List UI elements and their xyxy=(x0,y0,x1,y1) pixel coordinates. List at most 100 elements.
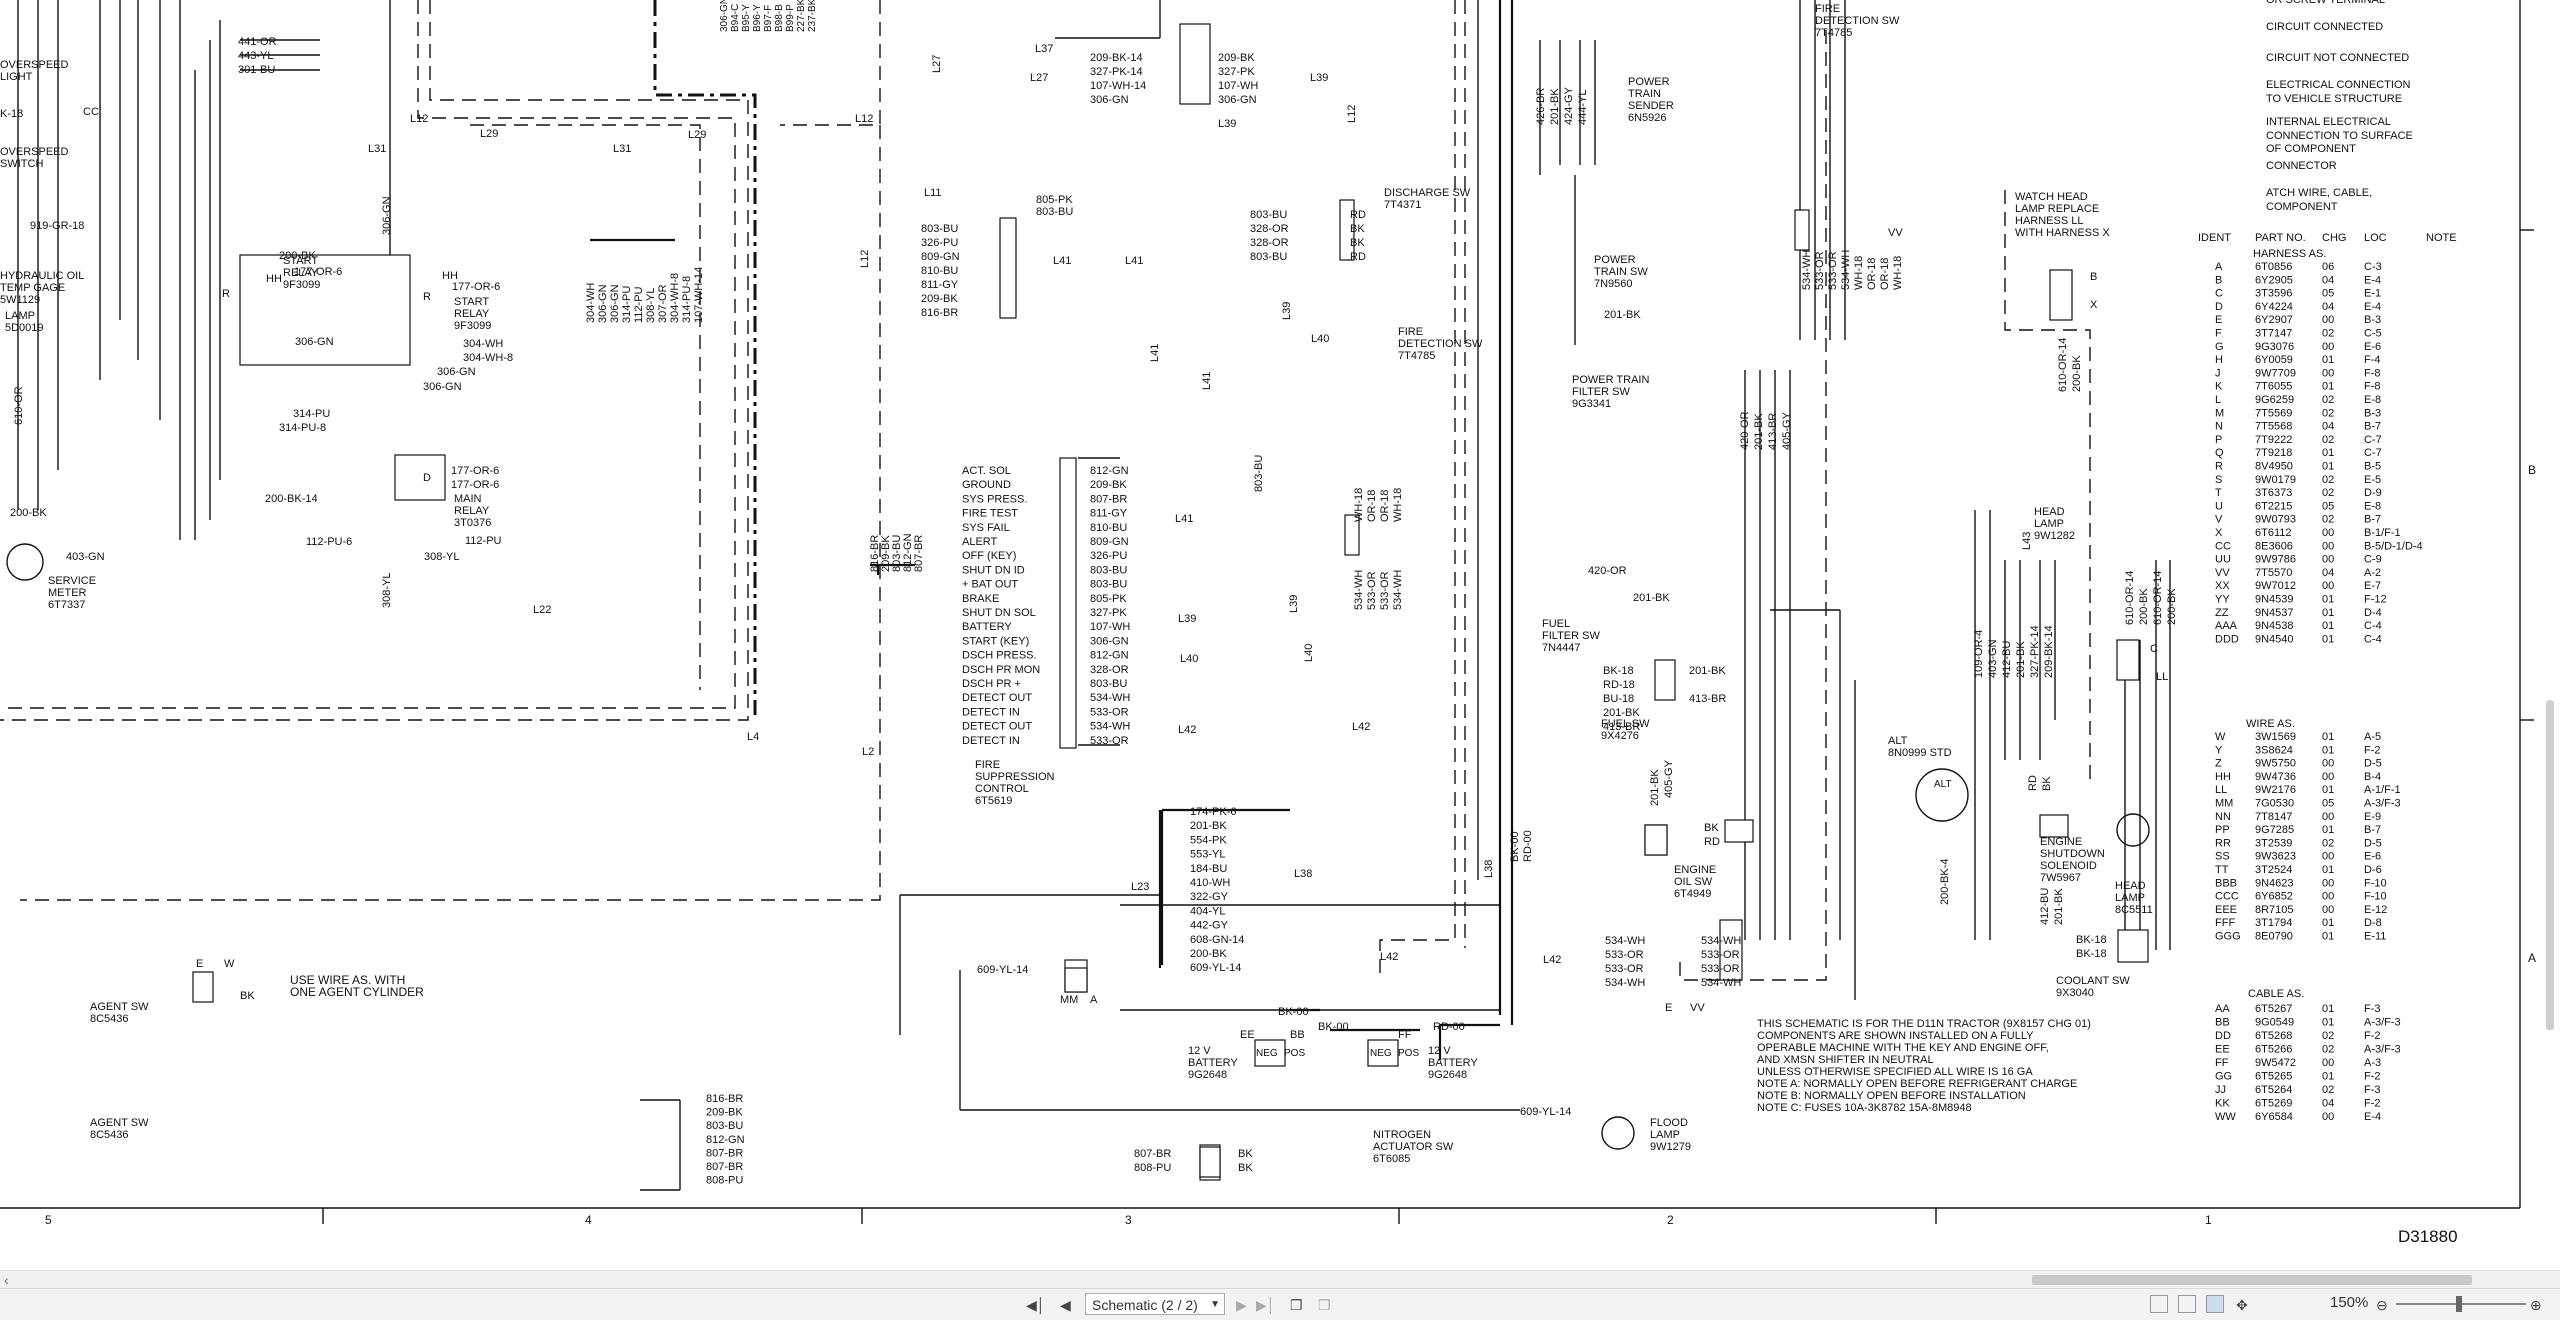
continuous-view-icon[interactable] xyxy=(2178,1295,2196,1313)
paste-view-icon[interactable]: ❐ xyxy=(1318,1297,1331,1313)
schematic-label: MM xyxy=(1060,994,1078,1006)
schematic-label: 803-BU xyxy=(1250,209,1287,221)
schematic-label: 533-OR xyxy=(1366,571,1378,610)
zoom-slider-thumb[interactable] xyxy=(2456,1296,2462,1312)
legend-cell: 6Y6852 xyxy=(2255,891,2293,903)
horizontal-scroll-thumb[interactable] xyxy=(2032,1275,2472,1285)
component-label: 9F3099 xyxy=(283,279,320,291)
component-label: HYDRAULIC OIL xyxy=(0,270,84,282)
schematic-label: RD xyxy=(2027,775,2039,791)
schematic-label: 327-PK-14 xyxy=(2029,625,2041,678)
schematic-label: 201-BK xyxy=(1604,309,1641,321)
legend-cell: H xyxy=(2215,354,2223,366)
schematic-label: 533-OR xyxy=(1701,949,1740,961)
schematic-label: E xyxy=(1665,1002,1672,1014)
legend-cell: 6T2215 xyxy=(2255,500,2292,512)
schematic-label: L41 xyxy=(1149,344,1161,362)
schematic-label: L31 xyxy=(613,143,631,155)
schematic-label: VV xyxy=(1888,227,1903,239)
schematic-label: ACT. SOL xyxy=(962,465,1011,477)
legend-cell: B-7 xyxy=(2364,824,2381,836)
legend-cell: F-2 xyxy=(2364,1071,2381,1083)
schematic-label: B98-B xyxy=(774,4,785,32)
schematic-label: 533-OR xyxy=(1090,706,1129,718)
first-page-icon[interactable]: ◀│ xyxy=(1026,1297,1046,1313)
legend-cell: 01 xyxy=(2322,607,2334,619)
schematic-label: 306-GN xyxy=(295,336,334,348)
zoom-in-icon[interactable]: ⊕ xyxy=(2530,1297,2542,1313)
scroll-left-icon[interactable]: ‹ xyxy=(4,1272,9,1288)
component-label: SENDER xyxy=(1628,100,1674,112)
legend-cell: 6T5265 xyxy=(2255,1071,2292,1083)
schematic-label: 306-GN xyxy=(381,196,393,235)
last-page-icon[interactable]: ▶│ xyxy=(1256,1297,1276,1313)
schematic-label: 306-GN xyxy=(423,381,462,393)
legend-cell: B-7 xyxy=(2364,514,2381,526)
component-label: OIL SW xyxy=(1674,876,1713,888)
note-text: AND XMSN SHIFTER IN NEUTRAL xyxy=(1757,1054,1934,1066)
component-label: 9X4276 xyxy=(1601,730,1639,742)
schematic-label: BK-00 xyxy=(1278,1006,1309,1018)
legend-cell: 00 xyxy=(2322,527,2334,539)
legend-cell: F xyxy=(2215,328,2222,340)
legend-cell: 8V4950 xyxy=(2255,461,2293,473)
schematic-label: 306-GN xyxy=(437,366,476,378)
fit-view-icon[interactable]: ✥ xyxy=(2236,1297,2248,1313)
component-label: TEMP GAGE xyxy=(0,282,65,294)
schematic-label: 812-GN xyxy=(1090,650,1129,662)
component-label: 5W1129 xyxy=(0,294,40,306)
schematic-label: 301-BU xyxy=(238,64,275,76)
legend-cell: 00 xyxy=(2322,891,2334,903)
legend-cell: BB xyxy=(2215,1017,2230,1029)
schematic-label: 816-BR xyxy=(706,1093,743,1105)
schematic-label: 304-WH xyxy=(585,283,597,323)
legend-cell: E-11 xyxy=(2364,931,2386,943)
schematic-label: 177-OR-6 xyxy=(294,266,342,278)
legend-cell: C-7 xyxy=(2364,447,2382,459)
component-label: BATTERY xyxy=(1188,1057,1238,1069)
schematic-label: L39 xyxy=(1178,613,1196,625)
zone-label: 5 xyxy=(45,1213,52,1227)
legend-cell: Z xyxy=(2215,758,2222,770)
facing-view-icon[interactable] xyxy=(2206,1295,2224,1313)
component-label: 3T0376 xyxy=(454,517,491,529)
legend-cell: A-3 xyxy=(2364,1057,2381,1069)
legend-cell: F-8 xyxy=(2364,381,2381,393)
page-select[interactable]: Schematic (2 / 2) ▼ xyxy=(1085,1293,1225,1315)
legend-cell: 6T5267 xyxy=(2255,1003,2292,1015)
schematic-label: 807-BR xyxy=(706,1161,743,1173)
schematic-label: DETECT OUT xyxy=(962,692,1032,704)
legend-cell: SS xyxy=(2215,851,2230,863)
legend-cell: E-1 xyxy=(2364,288,2381,300)
schematic-label: 328-OR xyxy=(1250,223,1289,235)
copy-view-icon[interactable]: ❐ xyxy=(1290,1297,1303,1313)
legend-cell: 8E0790 xyxy=(2255,931,2293,943)
legend-cell: 6T5264 xyxy=(2255,1084,2292,1096)
legend-cell: 7T9218 xyxy=(2255,447,2292,459)
schematic-label: 200-BK xyxy=(1190,948,1227,960)
schematic-label: 420-OR xyxy=(1739,411,1751,450)
next-page-icon[interactable]: ▶ xyxy=(1236,1297,1247,1313)
schematic-label: 803-BU xyxy=(1090,564,1127,576)
prev-page-icon[interactable]: ◀ xyxy=(1060,1297,1071,1313)
schematic-label: 533-OR xyxy=(1814,251,1826,290)
schematic-label: 307-OR xyxy=(657,284,669,323)
legend-cell: 02 xyxy=(2322,1030,2334,1042)
schematic-label: 227-BK xyxy=(796,0,807,32)
legend-cell: BBB xyxy=(2215,877,2237,889)
schematic-label: 811-GY xyxy=(921,279,959,291)
schematic-label: 306-GN xyxy=(1090,94,1129,106)
legend-cell: 9W7012 xyxy=(2255,580,2296,592)
schematic-label: 201-BK xyxy=(1689,665,1726,677)
schematic-label: 184-BU xyxy=(1190,863,1227,875)
single-page-view-icon[interactable] xyxy=(2150,1295,2168,1313)
legend-cell: Q xyxy=(2215,447,2224,459)
vertical-scroll-thumb[interactable] xyxy=(2546,700,2554,1030)
schematic-label: 177-OR-6 xyxy=(451,479,499,491)
horizontal-scrollbar[interactable]: ‹ xyxy=(0,1270,2560,1289)
schematic-label: L40 xyxy=(1311,333,1329,345)
zoom-out-icon[interactable]: ⊖ xyxy=(2376,1297,2388,1313)
page-select-value: Schematic (2 / 2) xyxy=(1092,1297,1198,1313)
component-label: SWITCH xyxy=(0,158,43,170)
schematic-label: L42 xyxy=(1380,951,1398,963)
